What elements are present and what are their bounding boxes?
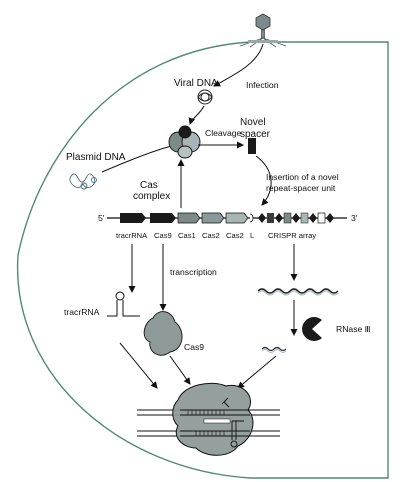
viral-dna-icon [197, 89, 213, 105]
locus-label-crispr-array: CRISPR array [268, 231, 316, 240]
locus-label-leader: L [250, 231, 254, 240]
cas-complex-label-2: complex [133, 191, 170, 202]
base-pairs-bottom [195, 431, 225, 436]
viral-to-cas-arrow [188, 105, 205, 125]
gene-cas9 [150, 213, 176, 223]
pre-crrna-shadow [257, 290, 339, 296]
crrna-to-complex-arrow [237, 355, 277, 389]
repeat-1 [258, 213, 266, 223]
five-prime-label: 5′ [98, 213, 105, 223]
cleavage-label: Cleavage [205, 128, 242, 138]
crispr-locus: 5′ 3′ [98, 212, 358, 224]
plasmid-dna-label: Plasmid DNA [66, 152, 126, 163]
tracrrna-label: tracrRNA [64, 307, 100, 317]
mature-crrna-shadow [261, 349, 287, 353]
novel-spacer-block [248, 138, 256, 154]
leader-sequence [249, 213, 254, 223]
insertion-label-2: repeat-spacer unit [266, 183, 336, 193]
crrna-guide-segment [203, 418, 231, 424]
spacer-4 [317, 212, 326, 224]
infection-label: Infection [246, 80, 279, 90]
gene-cas2-a [201, 212, 225, 224]
gene-cas2-b [225, 212, 249, 224]
repeat-2 [275, 213, 283, 223]
tracrrna-hairpin [107, 291, 140, 317]
cas9-protein [143, 311, 183, 356]
locus-label-cas2-a: Cas2 [202, 231, 220, 240]
pre-crrna [257, 288, 339, 294]
cas-complex-icon [168, 125, 201, 159]
cas-complex-label-1: Cas [140, 180, 158, 191]
cell-membrane [16, 41, 389, 479]
rnase-iii-icon [302, 316, 322, 341]
spacer-3 [300, 212, 309, 224]
rnase-label: RNase Ⅲ [336, 324, 371, 334]
cas9-to-complex-arrow [169, 355, 191, 385]
insertion-label-1: Insertion of a novel [266, 172, 339, 182]
three-prime-label: 3′ [351, 213, 358, 223]
locus-label-cas9: Cas9 [154, 231, 172, 240]
guide-rna-loop [230, 440, 238, 448]
gene-cas1 [177, 212, 201, 224]
tracrrna-to-complex-arrow [119, 342, 158, 389]
novel-spacer-label-2: spacer [240, 129, 271, 140]
cas9-protein-label: Cas9 [184, 342, 204, 352]
viral-dna-label: Viral DNA [174, 78, 218, 89]
locus-label-cas1: Cas1 [178, 231, 196, 240]
plasmid-dna-icon [69, 173, 97, 190]
locus-label-cas2-b: Cas2 [226, 231, 244, 240]
spacer-2 [283, 212, 292, 224]
bacteriophage-icon [239, 13, 287, 48]
repeat-5 [326, 213, 334, 223]
gene-tracrrna [120, 213, 146, 223]
repeat-4 [309, 213, 317, 223]
repeat-3 [292, 213, 300, 223]
plasmid-to-cas-line [101, 145, 173, 173]
insertion-arrow [255, 155, 272, 206]
novel-spacer-label-1: Novel [240, 117, 266, 128]
locus-label-tracrrna: tracrRNA [116, 231, 148, 240]
infection-arrow [213, 43, 264, 87]
base-pairs-top [187, 410, 225, 415]
mature-crrna [261, 346, 287, 352]
spacer-1 [267, 213, 274, 223]
cleavage-site-icon [221, 397, 230, 408]
transcription-label: transcription [170, 267, 217, 277]
guide-rna-stem [231, 420, 244, 440]
